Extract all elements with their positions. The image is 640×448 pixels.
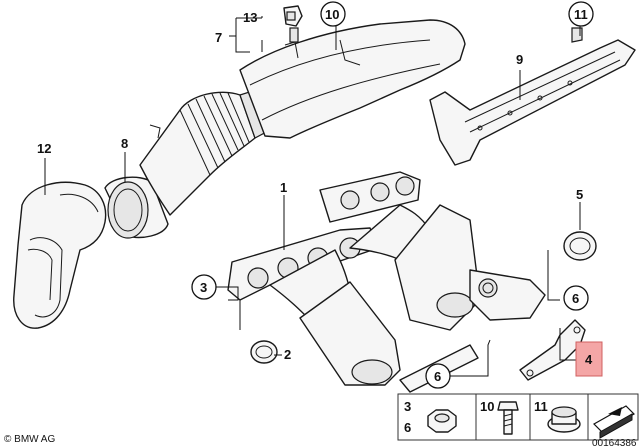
gasket-ring-part-2 (250, 340, 278, 364)
callout-11: 11 (574, 7, 588, 22)
legend-item-3: 3 (404, 399, 411, 414)
callout-6a: 6 (572, 291, 579, 306)
callout-4: 4 (585, 352, 593, 367)
callout-4-highlight (575, 341, 603, 377)
callout-11-circle (568, 1, 594, 27)
sheet-metal-icon (593, 405, 635, 439)
sensor-part (283, 5, 303, 27)
drawing-number: 00164386 (592, 438, 637, 448)
callout-6b-circle (425, 363, 451, 389)
legend-item-6: 6 (404, 420, 411, 435)
intake-scoop-part (13, 181, 107, 329)
intake-bellows-part (139, 87, 271, 216)
nut-icon (427, 409, 457, 433)
callout-12: 12 (37, 141, 51, 156)
callout-1: 1 (280, 180, 287, 195)
bracket-part-4 (519, 319, 586, 381)
callout-9: 9 (516, 52, 523, 67)
copyright-text: © BMW AG (4, 434, 55, 445)
callout-13: 13 (243, 10, 257, 25)
legend-item-11: 11 (534, 399, 548, 414)
hardware-legend: 3 6 10 11 (397, 393, 639, 441)
callout-2: 2 (284, 347, 291, 362)
coupling-part (104, 176, 169, 239)
exhaust-manifold-part (227, 171, 546, 393)
callout-7: 7 (215, 30, 222, 45)
legend-item-10: 10 (480, 399, 494, 414)
heat-shield-part (429, 27, 636, 166)
leader-lines (44, 16, 581, 377)
callout-3-circle (191, 274, 217, 300)
gasket-ring-part-5 (563, 231, 597, 261)
callout-3: 3 (200, 280, 207, 295)
callouts: 13 7 10 11 9 8 12 1 5 3 2 6 4 6 (37, 1, 603, 389)
callout-8: 8 (121, 136, 128, 151)
air-duct-part (239, 19, 466, 139)
callout-6a-circle (563, 285, 589, 311)
bolt-icon (497, 401, 519, 435)
callout-10-circle (320, 1, 346, 27)
callout-5: 5 (576, 187, 583, 202)
grommet-icon (547, 406, 581, 433)
callout-6b: 6 (434, 369, 441, 384)
callout-10: 10 (325, 7, 339, 22)
